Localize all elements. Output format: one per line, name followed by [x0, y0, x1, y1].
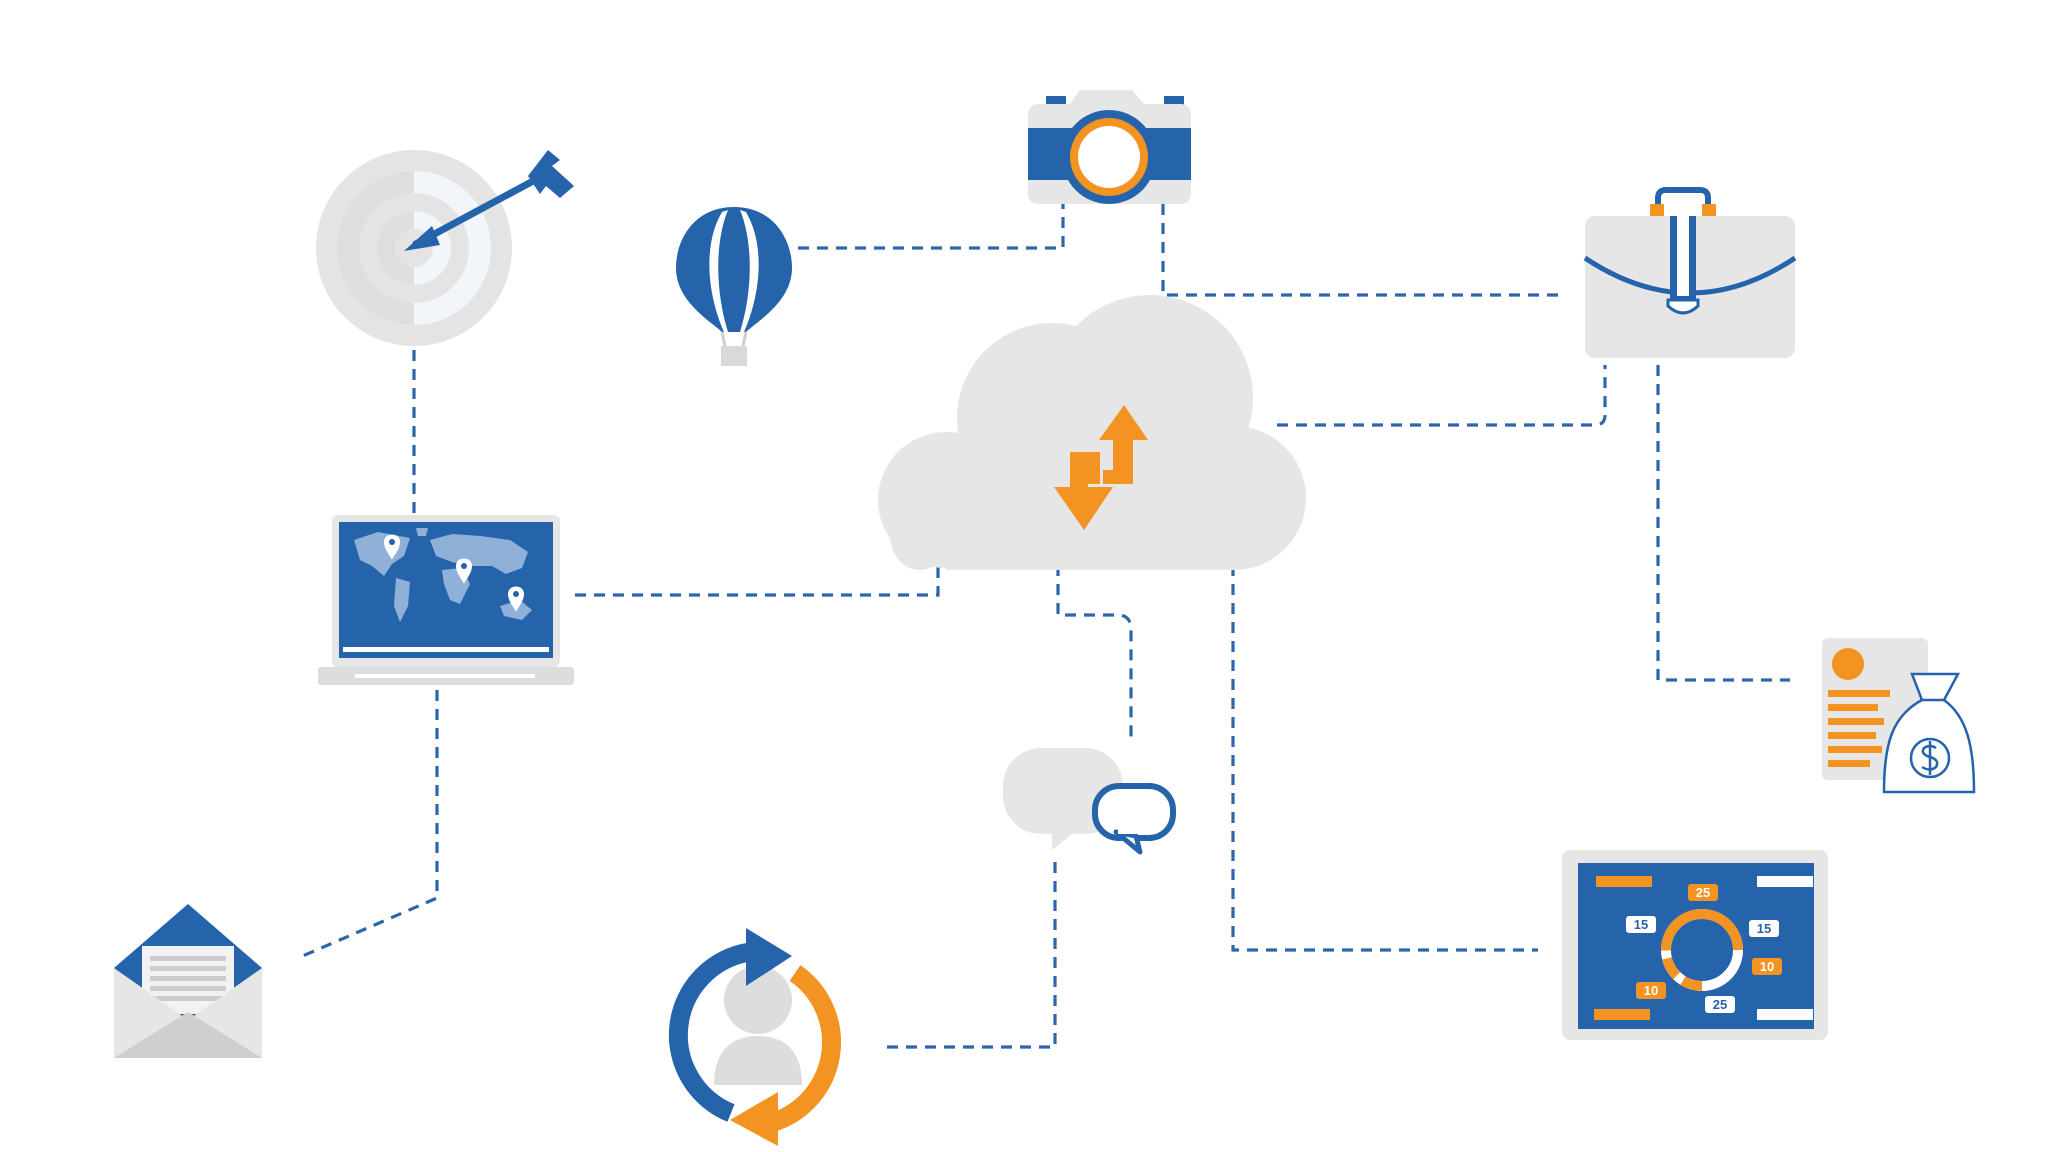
svg-text:10: 10 [1644, 983, 1658, 998]
chat-bubble-blue-icon [1092, 783, 1176, 855]
chart-label: 10 [1636, 982, 1666, 999]
connector-balloon-camera [798, 204, 1065, 250]
connector-cloud-tablet [1231, 565, 1538, 952]
svg-text:10: 10 [1760, 959, 1774, 974]
envelope-icon [114, 904, 262, 1058]
chart-label: 10 [1752, 958, 1782, 975]
chart-label: 15 [1749, 920, 1779, 937]
camera-icon [1028, 90, 1191, 204]
target-icon [316, 150, 574, 346]
money-bag-icon [1882, 672, 1976, 794]
connector-camera-briefcase [1161, 204, 1560, 297]
connector-briefcase-invoice [1656, 365, 1790, 682]
map-pin-icon [508, 586, 524, 612]
laptop-world-map-icon [318, 515, 574, 685]
tablet-chart-icon: 25 15 15 10 10 25 [1562, 850, 1828, 1040]
svg-text:25: 25 [1696, 885, 1710, 900]
svg-text:15: 15 [1757, 921, 1771, 936]
connector-cloud-briefcase [1277, 365, 1607, 427]
user-sync-icon [668, 928, 842, 1146]
chart-label: 25 [1705, 996, 1735, 1013]
connector-laptop-envelope [297, 690, 439, 960]
map-pin-icon [384, 534, 400, 560]
connector-laptop-cloud [575, 565, 940, 597]
chart-label: 25 [1688, 884, 1718, 901]
invoice-money-bag-icon [1822, 638, 1976, 794]
chart-label: 15 [1626, 916, 1656, 933]
cloud-sync-icon [878, 295, 1306, 570]
briefcase-icon [1583, 187, 1797, 358]
upload-arrow-icon [1099, 405, 1148, 484]
hot-air-balloon-icon [676, 207, 792, 366]
svg-text:25: 25 [1713, 997, 1727, 1012]
download-arrow-icon [1054, 452, 1113, 530]
chat-bubbles-icon [1003, 748, 1176, 855]
map-pin-icon [456, 558, 472, 584]
connector-cloud-chat [1056, 565, 1133, 742]
connector-chat-user [885, 862, 1057, 1049]
connectors [297, 204, 1790, 1049]
svg-text:15: 15 [1634, 917, 1648, 932]
